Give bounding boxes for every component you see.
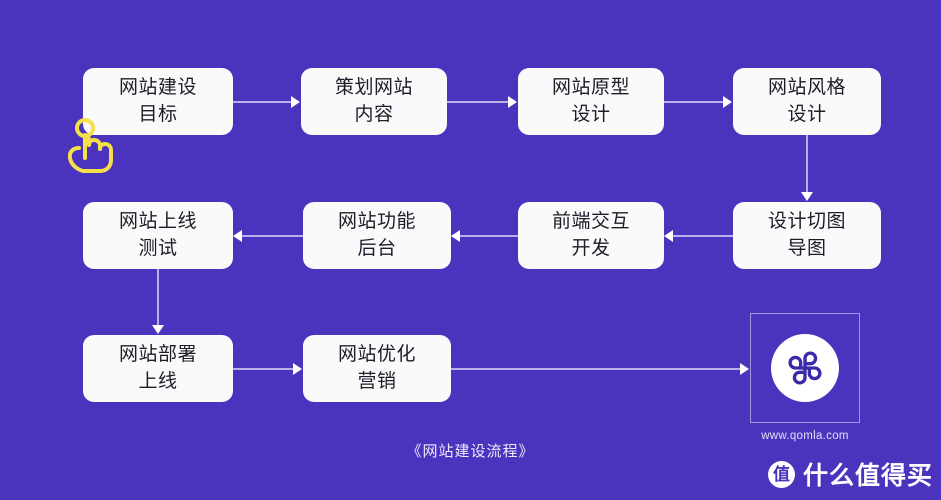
node-goal[interactable]: 网站建设 目标 bbox=[83, 68, 233, 135]
node-optimize-line2: 营销 bbox=[357, 370, 397, 392]
node-content[interactable]: 策划网站 内容 bbox=[301, 68, 447, 135]
connector-prototype-to-style bbox=[664, 101, 725, 103]
node-deploy-line2: 上线 bbox=[138, 370, 178, 392]
node-prototype-line1: 网站原型 bbox=[551, 77, 630, 99]
watermark-text: 什么值得买 bbox=[802, 462, 933, 490]
node-prototype[interactable]: 网站原型 设计 bbox=[518, 68, 664, 135]
node-backend-line1: 网站功能 bbox=[337, 211, 416, 233]
arrow-goal-to-content bbox=[291, 96, 300, 108]
arrow-backend-to-test bbox=[233, 230, 242, 242]
node-frontend[interactable]: 前端交互 开发 bbox=[518, 202, 664, 269]
logo-disc bbox=[771, 334, 839, 402]
connector-frontend-to-backend bbox=[459, 235, 518, 237]
node-slice[interactable]: 设计切图 导图 bbox=[733, 202, 881, 269]
node-prototype-line2: 设计 bbox=[571, 103, 611, 125]
connector-slice-to-frontend bbox=[672, 235, 733, 237]
arrow-deploy-to-optimize bbox=[293, 363, 302, 375]
connector-test-to-deploy bbox=[157, 269, 159, 328]
chart-caption: 《网站建设流程》 bbox=[406, 443, 535, 460]
connector-style-to-slice bbox=[806, 135, 808, 195]
tap-hand-cursor-icon bbox=[67, 118, 113, 173]
node-goal-line2: 目标 bbox=[138, 103, 178, 125]
node-style[interactable]: 网站风格 设计 bbox=[733, 68, 881, 135]
node-frontend-line2: 开发 bbox=[571, 237, 611, 259]
arrow-slice-to-frontend bbox=[664, 230, 673, 242]
qomla-pinwheel-logo-icon bbox=[788, 351, 822, 385]
connector-content-to-prototype bbox=[447, 101, 510, 103]
node-style-line1: 网站风格 bbox=[767, 77, 846, 99]
watermark: 值 什么值得买 bbox=[767, 456, 933, 492]
node-slice-line1: 设计切图 bbox=[767, 211, 846, 233]
node-content-line2: 内容 bbox=[354, 103, 394, 125]
node-backend[interactable]: 网站功能 后台 bbox=[303, 202, 451, 269]
arrow-frontend-to-backend bbox=[451, 230, 460, 242]
node-frontend-line1: 前端交互 bbox=[551, 211, 630, 233]
arrow-test-to-deploy bbox=[152, 325, 164, 334]
connector-goal-to-content bbox=[233, 101, 293, 103]
node-deploy[interactable]: 网站部署 上线 bbox=[83, 335, 233, 402]
node-test-line1: 网站上线 bbox=[118, 211, 197, 233]
watermark-badge: 值 bbox=[767, 460, 795, 488]
arrow-optimize-to-logo bbox=[740, 363, 749, 375]
arrow-content-to-prototype bbox=[508, 96, 517, 108]
connector-deploy-to-optimize bbox=[233, 368, 295, 370]
node-optimize[interactable]: 网站优化 营销 bbox=[303, 335, 451, 402]
arrow-style-to-slice bbox=[801, 192, 813, 201]
node-slice-line2: 导图 bbox=[787, 237, 827, 259]
node-deploy-line1: 网站部署 bbox=[118, 344, 197, 366]
connector-optimize-to-logo bbox=[451, 368, 742, 370]
connector-backend-to-test bbox=[241, 235, 303, 237]
arrow-prototype-to-style bbox=[723, 96, 732, 108]
node-backend-line2: 后台 bbox=[357, 237, 397, 259]
logo-panel[interactable] bbox=[750, 313, 860, 423]
node-optimize-line1: 网站优化 bbox=[337, 344, 416, 366]
node-goal-line1: 网站建设 bbox=[118, 77, 197, 99]
node-style-line2: 设计 bbox=[787, 103, 827, 125]
node-test[interactable]: 网站上线 测试 bbox=[83, 202, 233, 269]
node-test-line2: 测试 bbox=[138, 237, 178, 259]
node-content-line1: 策划网站 bbox=[334, 77, 413, 99]
logo-url[interactable]: www.qomla.com bbox=[761, 430, 849, 442]
